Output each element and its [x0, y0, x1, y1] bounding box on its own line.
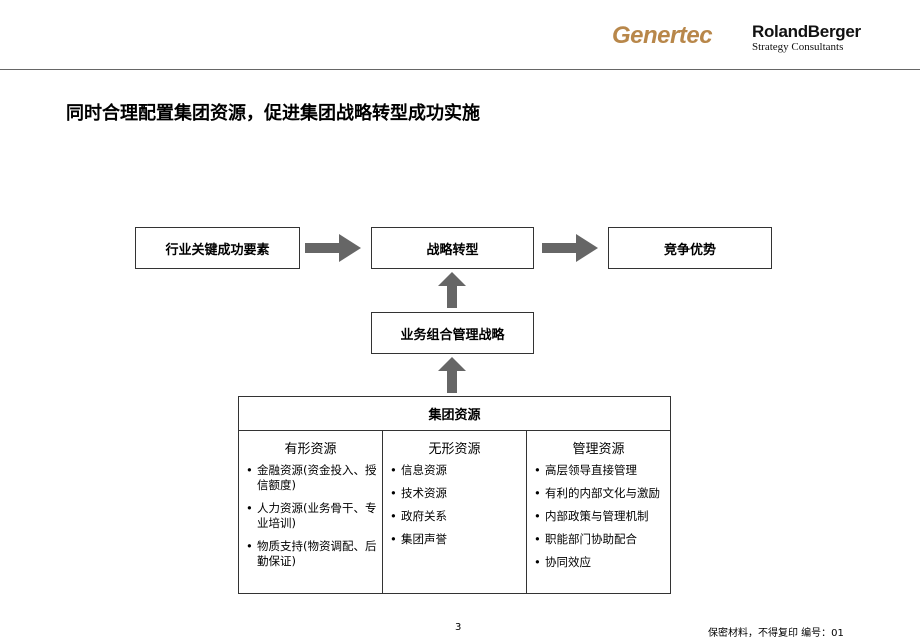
- column-title: 无形资源: [428, 442, 481, 457]
- list-item: 人力资源(业务骨干、专业培训): [245, 501, 378, 531]
- box-competitive-advantage: 竞争优势: [608, 227, 772, 269]
- list-item: 技术资源: [389, 486, 522, 501]
- roland-berger-logo: RolandBerger: [752, 22, 861, 41]
- box-industry-factors: 行业关键成功要素: [135, 227, 300, 269]
- list-item: 职能部门协助配合: [533, 532, 666, 547]
- arrow-up-icon: [438, 272, 466, 308]
- list-item: 高层领导直接管理: [533, 463, 666, 478]
- page-title: 同时合理配置集团资源，促进集团战略转型成功实施: [66, 103, 480, 124]
- arrow-up-icon: [438, 357, 466, 393]
- group-resources-title: 集团资源: [239, 397, 670, 431]
- confidential-note: 保密材料，不得复印 编号：01: [708, 628, 844, 639]
- list-item: 政府关系: [389, 509, 522, 524]
- group-resources-panel: 集团资源 有形资源 金融资源(资金投入、授信额度) 人力资源(业务骨干、专业培训…: [238, 396, 671, 594]
- column-intangible: 无形资源 信息资源 技术资源 政府关系 集团声誉: [383, 430, 527, 593]
- column-tangible: 有形资源 金融资源(资金投入、授信额度) 人力资源(业务骨干、专业培训) 物质支…: [239, 430, 383, 593]
- column-title: 有形资源: [284, 442, 337, 457]
- list-item: 物质支持(物资调配、后勤保证): [245, 539, 378, 569]
- header-divider: [0, 69, 920, 70]
- list-item: 有利的内部文化与激励: [533, 486, 666, 501]
- column-title: 管理资源: [572, 442, 625, 457]
- genertec-logo: Genertec: [612, 22, 713, 49]
- roland-berger-subtitle: Strategy Consultants: [752, 41, 844, 53]
- box-portfolio-strategy: 业务组合管理战略: [371, 312, 534, 354]
- list-item: 协同效应: [533, 555, 666, 570]
- list-item: 金融资源(资金投入、授信额度): [245, 463, 378, 493]
- page-number: 3: [455, 622, 462, 633]
- box-strategy-transform: 战略转型: [371, 227, 534, 269]
- list-item: 内部政策与管理机制: [533, 509, 666, 524]
- arrow-right-icon: [542, 234, 598, 262]
- list-item: 集团声誉: [389, 532, 522, 547]
- column-management: 管理资源 高层领导直接管理 有利的内部文化与激励 内部政策与管理机制 职能部门协…: [527, 430, 670, 593]
- list-item: 信息资源: [389, 463, 522, 478]
- arrow-right-icon: [305, 234, 361, 262]
